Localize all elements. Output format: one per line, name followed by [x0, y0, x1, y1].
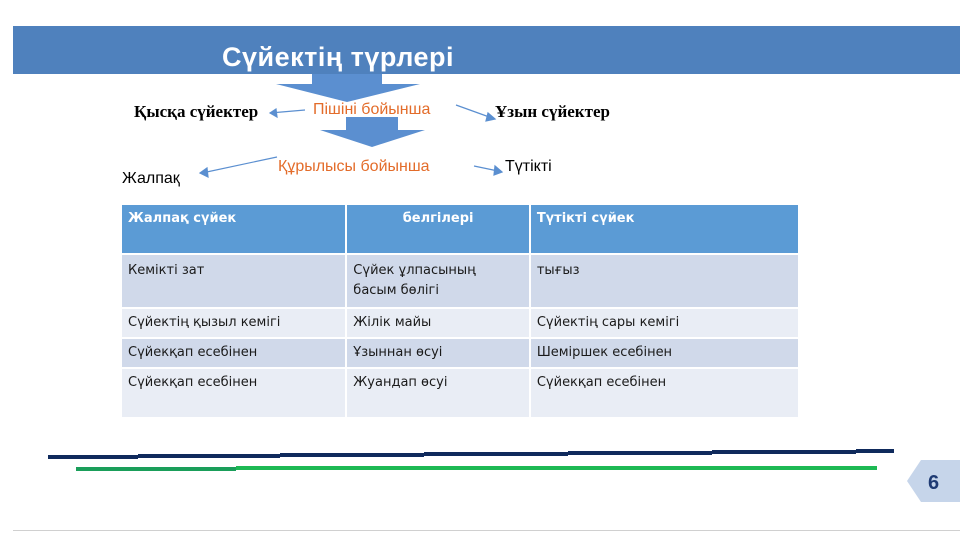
decorative-green-line: [76, 466, 877, 471]
long-bones-label: Ұзын сүйектер: [495, 102, 610, 121]
header-features: белгілері: [345, 203, 531, 255]
by-structure-label: Құрылысы бойынша: [278, 158, 430, 175]
table-cell: Сүйекқап есебінен: [528, 367, 801, 419]
table-cell: Сүйектің сары кемігі: [528, 307, 801, 339]
table-cell: Шеміршек есебінен: [528, 337, 801, 369]
bone-comparison-table: Жалпақ сүйек белгілері Түтікті сүйек Кем…: [119, 203, 801, 419]
arrow-right-icon: [455, 104, 493, 119]
table-header-row: Жалпақ сүйек белгілері Түтікті сүйек: [119, 203, 801, 255]
table-cell: тығыз: [528, 253, 801, 309]
block-arrow-down-icon: [320, 117, 425, 147]
table-cell: Сүйекқап есебінен: [119, 367, 348, 419]
slide-title: Сүйектің түрлері: [222, 42, 455, 72]
table-cell: Жілік майы: [345, 307, 531, 339]
table-cell: Сүйектің қызыл кемігі: [119, 307, 348, 339]
table-row: Кемікті зат Сүйек ұлпасының басым бөлігі…: [119, 253, 801, 309]
footer-divider: [13, 530, 960, 531]
by-shape-label: Пішіні бойынша: [313, 101, 431, 118]
short-bones-label: Қысқа сүйектер: [134, 102, 259, 121]
page-number: 6: [928, 472, 940, 494]
header-tubular-bone: Түтікті сүйек: [528, 203, 801, 255]
table-cell: Сүйек ұлпасының басым бөлігі: [345, 253, 531, 309]
table-row: Сүйекқап есебінен Жуандап өсуі Сүйекқап …: [119, 367, 801, 419]
decorative-navy-line: [48, 449, 894, 459]
page-badge-icon: [907, 460, 960, 502]
flat-label: Жалпақ: [122, 170, 180, 187]
table-row: Сүйекқап есебінен Ұзыннан өсуі Шеміршек …: [119, 337, 801, 369]
arrow-left-icon: [201, 156, 278, 174]
tubular-label: Түтікті: [505, 158, 552, 175]
header-flat-bone: Жалпақ сүйек: [119, 203, 348, 255]
table-cell: Сүйекқап есебінен: [119, 337, 348, 369]
block-arrow-down-icon: [276, 74, 420, 102]
table-cell: Ұзыннан өсуі: [345, 337, 531, 369]
table-cell: Кемікті зат: [119, 253, 348, 309]
table-cell: Жуандап өсуі: [345, 367, 531, 419]
table-row: Сүйектің қызыл кемігі Жілік майы Сүйекті…: [119, 307, 801, 339]
title-banner: [13, 26, 960, 74]
